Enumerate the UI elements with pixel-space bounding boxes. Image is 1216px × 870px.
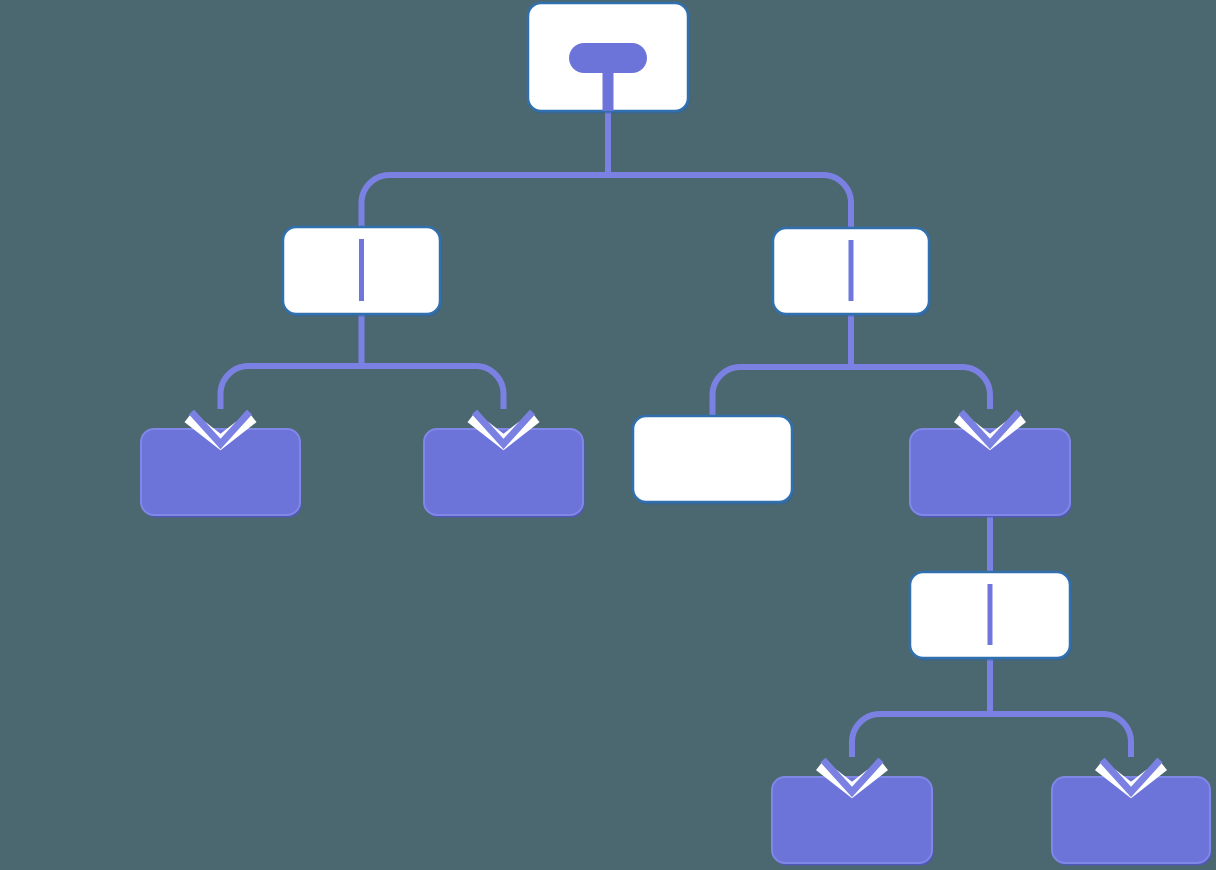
node-empty-node[interactable]	[631, 414, 794, 505]
connector-line	[848, 314, 993, 409]
connector-line	[358, 314, 507, 409]
node-branch-left[interactable]	[281, 225, 442, 317]
empty-node-box[interactable]	[631, 414, 794, 504]
chevron-down-purple-icon	[1099, 757, 1163, 798]
node-leaf-1[interactable]	[140, 428, 302, 518]
leaf-node-box[interactable]	[1051, 776, 1211, 864]
connector-line	[987, 658, 1134, 757]
node-branch-bottom[interactable]	[908, 570, 1072, 661]
leaf-node-box[interactable]	[423, 428, 584, 516]
leaf-node-box[interactable]	[140, 428, 301, 516]
chevron-down-purple-icon	[188, 409, 253, 450]
drop-arrow	[953, 409, 1027, 451]
chevron-down-purple-icon	[820, 757, 884, 798]
node-root[interactable]	[526, 1, 690, 114]
nodes-layer	[140, 1, 1212, 866]
leaf-node-box[interactable]	[909, 428, 1071, 516]
connector-line	[605, 111, 854, 234]
chevron-down-purple-icon	[471, 409, 536, 450]
drop-arrow	[184, 409, 257, 451]
drop-arrow	[467, 409, 540, 451]
connector-line	[217, 314, 365, 409]
root-stem	[602, 71, 614, 111]
connector-line	[358, 111, 611, 233]
root-pill-icon	[569, 43, 647, 73]
chevron-down-purple-icon	[958, 409, 1022, 450]
drop-arrows-layer	[184, 409, 1168, 799]
node-leaf-3[interactable]	[909, 428, 1072, 518]
drop-arrow	[815, 757, 889, 799]
node-leaf-5[interactable]	[1051, 776, 1212, 866]
drop-arrow	[1094, 757, 1168, 799]
node-branch-right[interactable]	[771, 226, 931, 317]
connector-line	[849, 658, 993, 757]
node-leaf-2[interactable]	[423, 428, 585, 518]
connectors-layer	[217, 111, 1134, 757]
leaf-node-box[interactable]	[771, 776, 933, 864]
node-leaf-4[interactable]	[771, 776, 934, 866]
connector-line	[709, 314, 854, 422]
